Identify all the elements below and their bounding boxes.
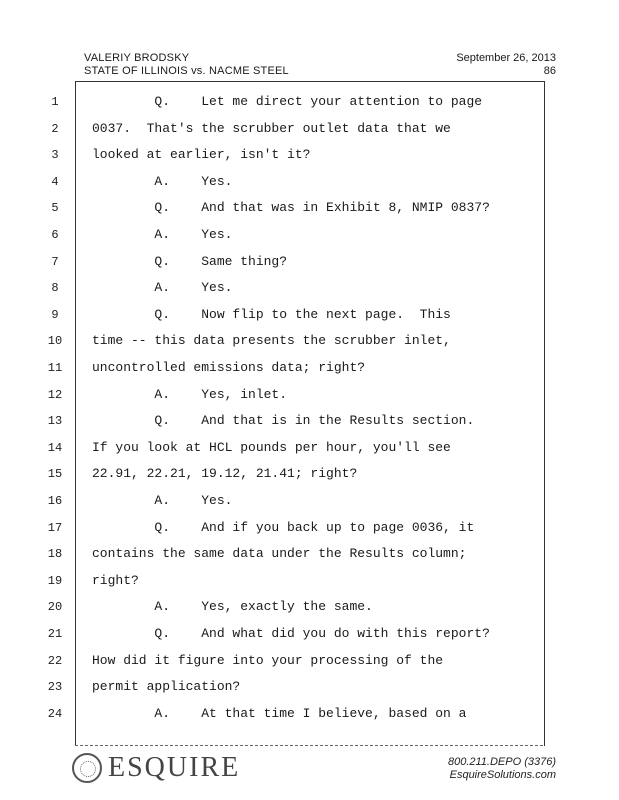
transcript-line: uncontrolled emissions data; right? — [92, 360, 366, 375]
line-number: 19 — [47, 573, 63, 588]
transcript-line: Q. Let me direct your attention to page — [92, 94, 483, 109]
transcript-line: permit application? — [92, 679, 241, 695]
line-number: 18 — [47, 547, 63, 562]
transcript-line: A. Yes. — [92, 280, 233, 296]
transcript-frame — [75, 81, 545, 746]
brand-name: ESQUIRE — [108, 752, 241, 783]
seal-icon — [72, 753, 102, 783]
transcript-line: A. Yes. — [92, 227, 233, 242]
line-number: 22 — [47, 653, 63, 668]
transcript-line: If you look at HCL pounds per hour, you'… — [92, 439, 451, 455]
transcript-line: contains the same data under the Results… — [92, 546, 467, 562]
transcript-line: A. At that time I believe, based on a — [92, 705, 467, 721]
line-number: 11 — [47, 361, 63, 375]
line-number: 23 — [47, 680, 63, 695]
transcript-line: Q. Same thing? — [92, 253, 288, 269]
transcript-line: Q. Now flip to the next page. This — [92, 306, 451, 322]
deposition-date: September 26, 2013 — [456, 52, 556, 64]
line-number: 15 — [47, 467, 63, 482]
page-number: 86 — [543, 65, 556, 77]
line-number: 16 — [47, 494, 63, 508]
line-number: 2 — [51, 121, 59, 136]
line-number: 17 — [47, 520, 63, 535]
transcript-line: Q. And that was in Exhibit 8, NMIP 0837? — [92, 200, 490, 216]
transcript-line: How did it figure into your processing o… — [92, 652, 444, 668]
line-number: 21 — [47, 627, 63, 641]
transcript-line: right? — [92, 572, 139, 588]
header-left: VALERIY BRODSKY STATE OF ILLINOIS vs. NA… — [84, 52, 289, 78]
transcript-line: 0037. That's the scrubber outlet data th… — [92, 120, 451, 136]
footer-website: EsquireSolutions.com — [449, 769, 556, 781]
case-name: STATE OF ILLINOIS vs. NACME STEEL — [84, 65, 289, 77]
line-number: 14 — [47, 440, 63, 455]
header-right: September 26, 2013 86 — [456, 52, 556, 78]
line-number: 9 — [51, 307, 59, 322]
transcript-line: Q. And what did you do with this report? — [92, 626, 490, 641]
transcript-line: A. Yes. — [92, 493, 233, 508]
transcript-line: A. Yes, inlet. — [92, 386, 288, 402]
line-number: 1 — [51, 95, 59, 109]
line-number: 8 — [51, 281, 59, 296]
transcript-line: Q. And that is in the Results section. — [92, 413, 475, 429]
witness-name: VALERIY BRODSKY — [84, 52, 190, 64]
transcript-frame-bottom — [75, 745, 543, 746]
line-number: 3 — [51, 148, 59, 163]
line-number: 20 — [47, 600, 63, 615]
footer-contact: 800.211.DEPO (3376) EsquireSolutions.com — [448, 756, 556, 782]
line-number: 12 — [47, 387, 63, 402]
footer-phone: 800.211.DEPO (3376) — [447, 756, 556, 768]
line-number: 5 — [51, 201, 59, 216]
line-number: 7 — [51, 254, 59, 269]
transcript-line: time -- this data presents the scrubber … — [92, 333, 451, 349]
line-number: 6 — [51, 228, 59, 242]
transcript-line: A. Yes, exactly the same. — [92, 599, 373, 615]
esquire-logo: ESQUIRE — [72, 752, 240, 784]
line-number: 24 — [47, 706, 63, 721]
transcript-line: A. Yes. — [92, 173, 233, 189]
transcript-line: Q. And if you back up to page 0036, it — [92, 519, 475, 535]
transcript-line: 22.91, 22.21, 19.12, 21.41; right? — [92, 466, 358, 482]
line-number: 4 — [51, 174, 59, 189]
transcript-line: looked at earlier, isn't it? — [92, 147, 311, 163]
line-number: 10 — [47, 334, 63, 349]
line-number: 13 — [47, 414, 63, 429]
